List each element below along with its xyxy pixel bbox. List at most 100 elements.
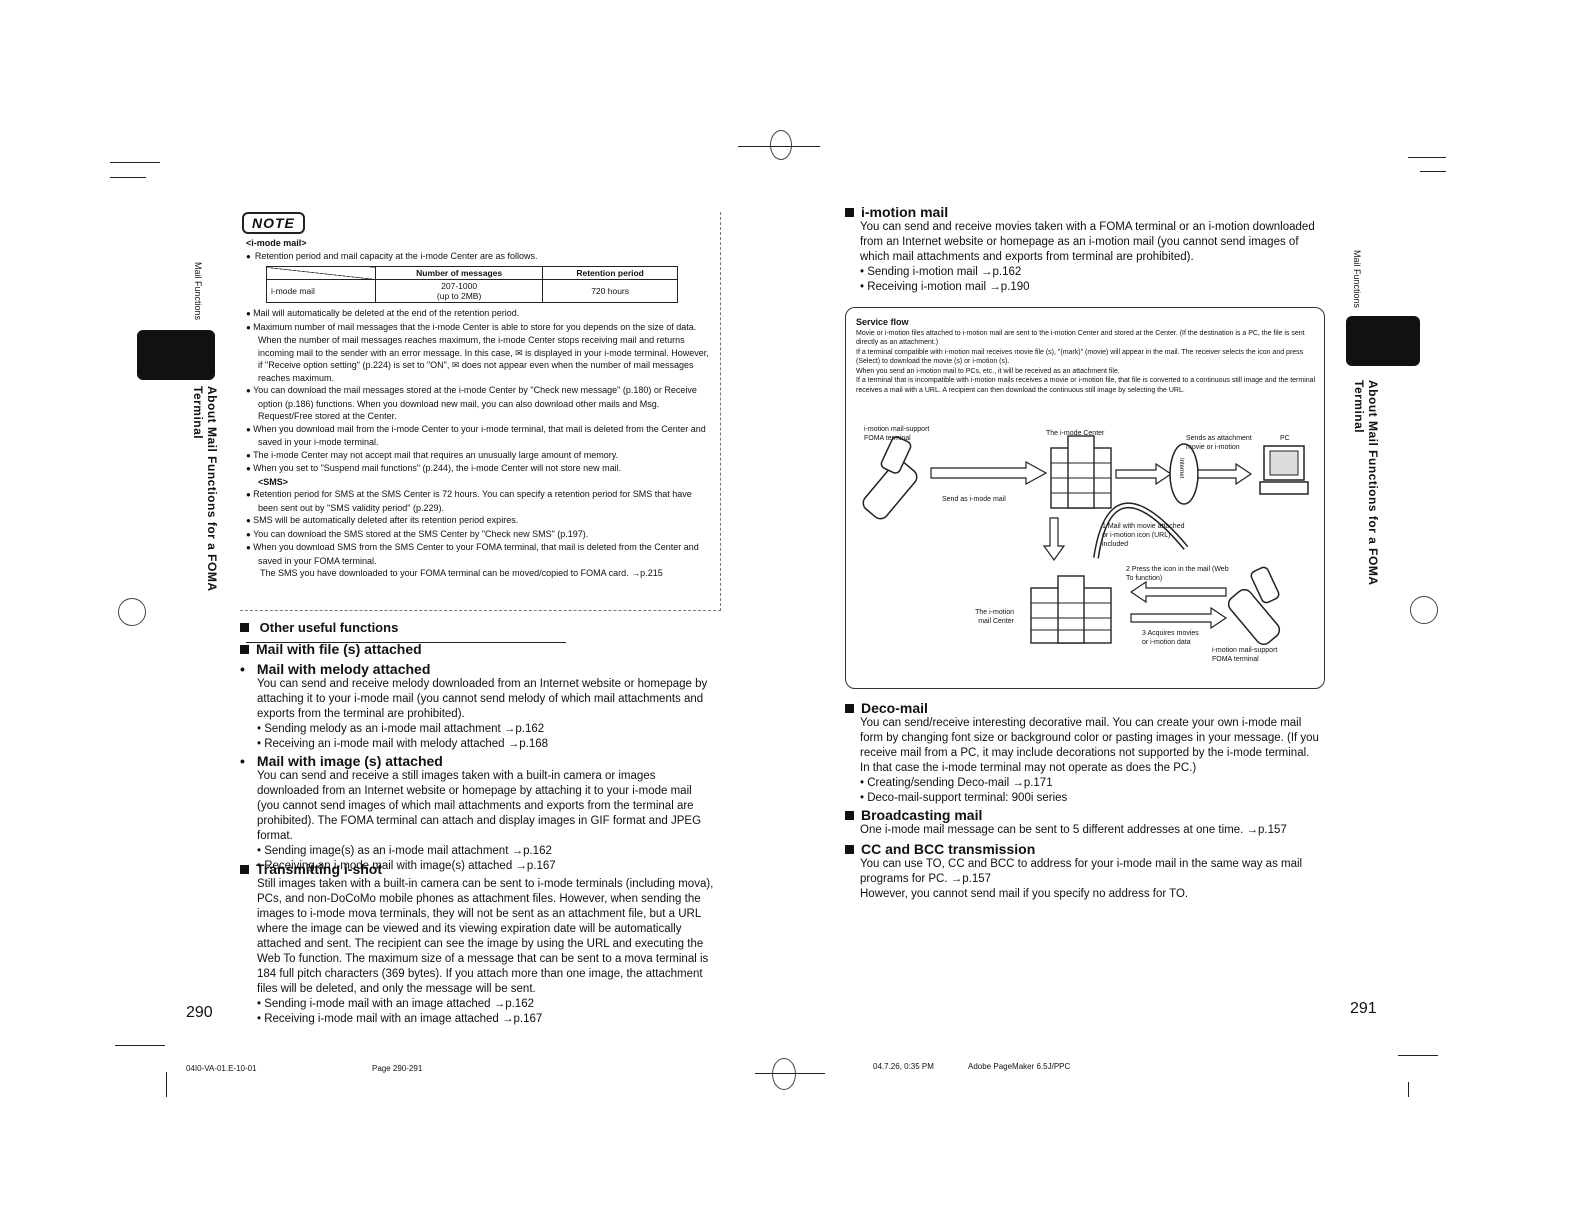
registration-mark-icon: [118, 598, 146, 626]
label-step1: 1 Mail with movie attached or i-motion i…: [1102, 523, 1185, 548]
retention-table: Number of messages Retention period i-mo…: [266, 266, 678, 303]
note-box: NOTE <i-mode mail> Retention period and …: [240, 212, 721, 611]
service-flow-box: Service flow Movie or i-motion files att…: [845, 307, 1325, 689]
label-step3: 3 Acquires movies or i-motion data: [1142, 630, 1199, 646]
sms-heading: <SMS>: [258, 476, 289, 487]
paragraph: You can send/receive interesting decorat…: [860, 717, 1319, 774]
crop-mark: [110, 162, 160, 163]
bullet-icon: ●: [246, 490, 254, 499]
label-sends-attachment: Sends as attachment movie or i-motion: [1186, 435, 1252, 451]
sms-item: ● You can download the SMS stored at the…: [246, 528, 589, 539]
ishot-section: Transmitting i-shot Still images taken w…: [240, 861, 718, 1027]
bullet-icon: ●: [246, 529, 254, 539]
label-send-as: Send as i-mode mail: [942, 496, 1006, 503]
sms-item: ● Retention period for SMS at the SMS Ce…: [246, 489, 692, 513]
note-item: ● The i-mode Center may not accept mail …: [246, 449, 619, 460]
label-pc: PC: [1280, 435, 1290, 442]
note-item: ● You can download the mail messages sto…: [246, 385, 697, 421]
bullet-icon: ●: [246, 450, 254, 460]
label-receiver: i-motion mail-support FOMA terminal: [1212, 647, 1278, 663]
page-ref-link[interactable]: • Receiving an i-mode mail with melody a…: [257, 738, 549, 750]
melody-section: •Mail with melody attached You can send …: [240, 661, 710, 752]
section-heading: Deco-mail: [845, 700, 1321, 716]
registration-mark-icon: [772, 1058, 796, 1090]
page-ref-link[interactable]: • Sending i-motion mail →p.162: [860, 266, 1022, 278]
crop-mark: [166, 1072, 167, 1097]
imotion-center-building-icon: [1030, 575, 1112, 644]
crop-mark: [110, 177, 146, 178]
crop-mark: [1408, 157, 1446, 158]
table-corner: [266, 266, 376, 280]
table-cell: 720 hours: [542, 279, 678, 303]
label-imode-center: The i-mode Center: [1046, 430, 1105, 437]
bullet-icon: ●: [246, 322, 254, 332]
pc-icon: [1259, 445, 1309, 495]
page-ref-link[interactable]: • Sending melody as an i-mode mail attac…: [257, 723, 545, 735]
section-heading: i-motion mail: [845, 204, 1325, 220]
footer-app: Adobe PageMaker 6.5J/PPC: [968, 1062, 1071, 1071]
arrow-icon: [1129, 580, 1227, 604]
paragraph: You can use TO, CC and BCC to address fo…: [860, 858, 1303, 885]
internet-icon: [1169, 443, 1199, 505]
deco-section: Deco-mail You can send/receive interesti…: [845, 700, 1321, 806]
label-step2: 2 Press the icon in the mail (Web To fun…: [1126, 566, 1229, 582]
service-flow-title: Service flow: [856, 317, 909, 327]
subheading: •Mail with image (s) attached: [240, 753, 443, 769]
side-header: Mail Functions: [193, 262, 203, 321]
note-list: ● Mail will automatically be deleted at …: [246, 307, 714, 476]
service-flow-line: Movie or i-motion files attached to i-mo…: [856, 329, 1305, 347]
bullet-icon: ●: [246, 386, 254, 395]
label-internet: Internet: [1178, 458, 1184, 479]
sms-list: ● Retention period for SMS at the SMS Ce…: [246, 488, 714, 567]
registration-mark-icon: [770, 130, 792, 160]
page-ref-link[interactable]: • Receiving i-motion mail →p.190: [860, 281, 1030, 293]
note-item: ● Maximum number of mail messages that t…: [246, 321, 709, 383]
sms-tail: The SMS you have downloaded to your FOMA…: [260, 568, 663, 578]
paragraph: One i-mode mail message can be sent to 5…: [860, 824, 1287, 836]
note-item: ● When you download mail from the i-mode…: [246, 423, 706, 448]
crop-mark: [1408, 1082, 1409, 1097]
arrow-icon: [1042, 517, 1066, 562]
sms-item: ● SMS will be automatically deleted afte…: [246, 515, 519, 525]
page-ref-link[interactable]: • Receiving i-mode mail with an image at…: [257, 1013, 543, 1025]
ccbcc-section: CC and BCC transmission You can use TO, …: [845, 841, 1321, 902]
crop-mark: [755, 1073, 825, 1074]
page-ref-link[interactable]: • Creating/sending Deco-mail →p.171: [860, 777, 1053, 789]
bullet-icon: ●: [246, 424, 254, 434]
image-section: •Mail with image (s) attached You can se…: [240, 753, 710, 874]
paragraph: Still images taken with a built-in camer…: [257, 878, 714, 995]
bullet-icon: ●: [246, 464, 254, 473]
registration-mark-icon: [1410, 596, 1438, 624]
bullet-icon: ●: [246, 543, 254, 552]
side-title: About Mail Functions for a FOMA Terminal: [1352, 380, 1380, 586]
paragraph: You can send and receive a still images …: [257, 770, 702, 842]
crop-mark: [1398, 1055, 1438, 1056]
table-row-label: i-mode mail: [266, 279, 376, 303]
imode-center-building-icon: [1050, 435, 1112, 509]
subheading: Transmitting i-shot: [240, 861, 718, 877]
note-item: ● When you set to "Suspend mail function…: [246, 463, 622, 473]
label-sender: i-motion mail-support FOMA terminal: [864, 426, 930, 442]
paragraph: You can send and receive melody download…: [257, 678, 708, 720]
arrow-icon: [1130, 606, 1228, 630]
side-tab: [1346, 316, 1420, 366]
label-imotion-center: The i-motion mail Center: [975, 609, 1014, 625]
paragraph: However, you cannot send mail if you spe…: [860, 888, 1189, 900]
section-heading: CC and BCC transmission: [845, 841, 1321, 857]
page-ref-link[interactable]: • Sending image(s) as an i-mode mail att…: [257, 845, 552, 857]
arrow-icon: [1197, 462, 1253, 486]
crop-mark: [1420, 171, 1446, 172]
note-label: NOTE: [242, 212, 305, 234]
page-number: 290: [186, 1004, 213, 1021]
table-header: Retention period: [542, 266, 678, 280]
page-number: 291: [1350, 1000, 1377, 1017]
info-line: • Deco-mail-support terminal: 900i serie…: [860, 792, 1068, 804]
note-item: ● Mail will automatically be deleted at …: [246, 308, 520, 318]
arrow-icon: [930, 460, 1048, 486]
sender-phone-icon: [862, 436, 918, 520]
page-ref-link[interactable]: • Sending i-mode mail with an image atta…: [257, 998, 534, 1010]
footer-date: 04.7.26, 0:35 PM: [873, 1062, 934, 1071]
section-heading: Broadcasting mail: [845, 807, 1321, 823]
broadcast-section: Broadcasting mail One i-mode mail messag…: [845, 807, 1321, 838]
service-flow-line: When you send an i-motion mail to PCs, e…: [856, 367, 1120, 375]
